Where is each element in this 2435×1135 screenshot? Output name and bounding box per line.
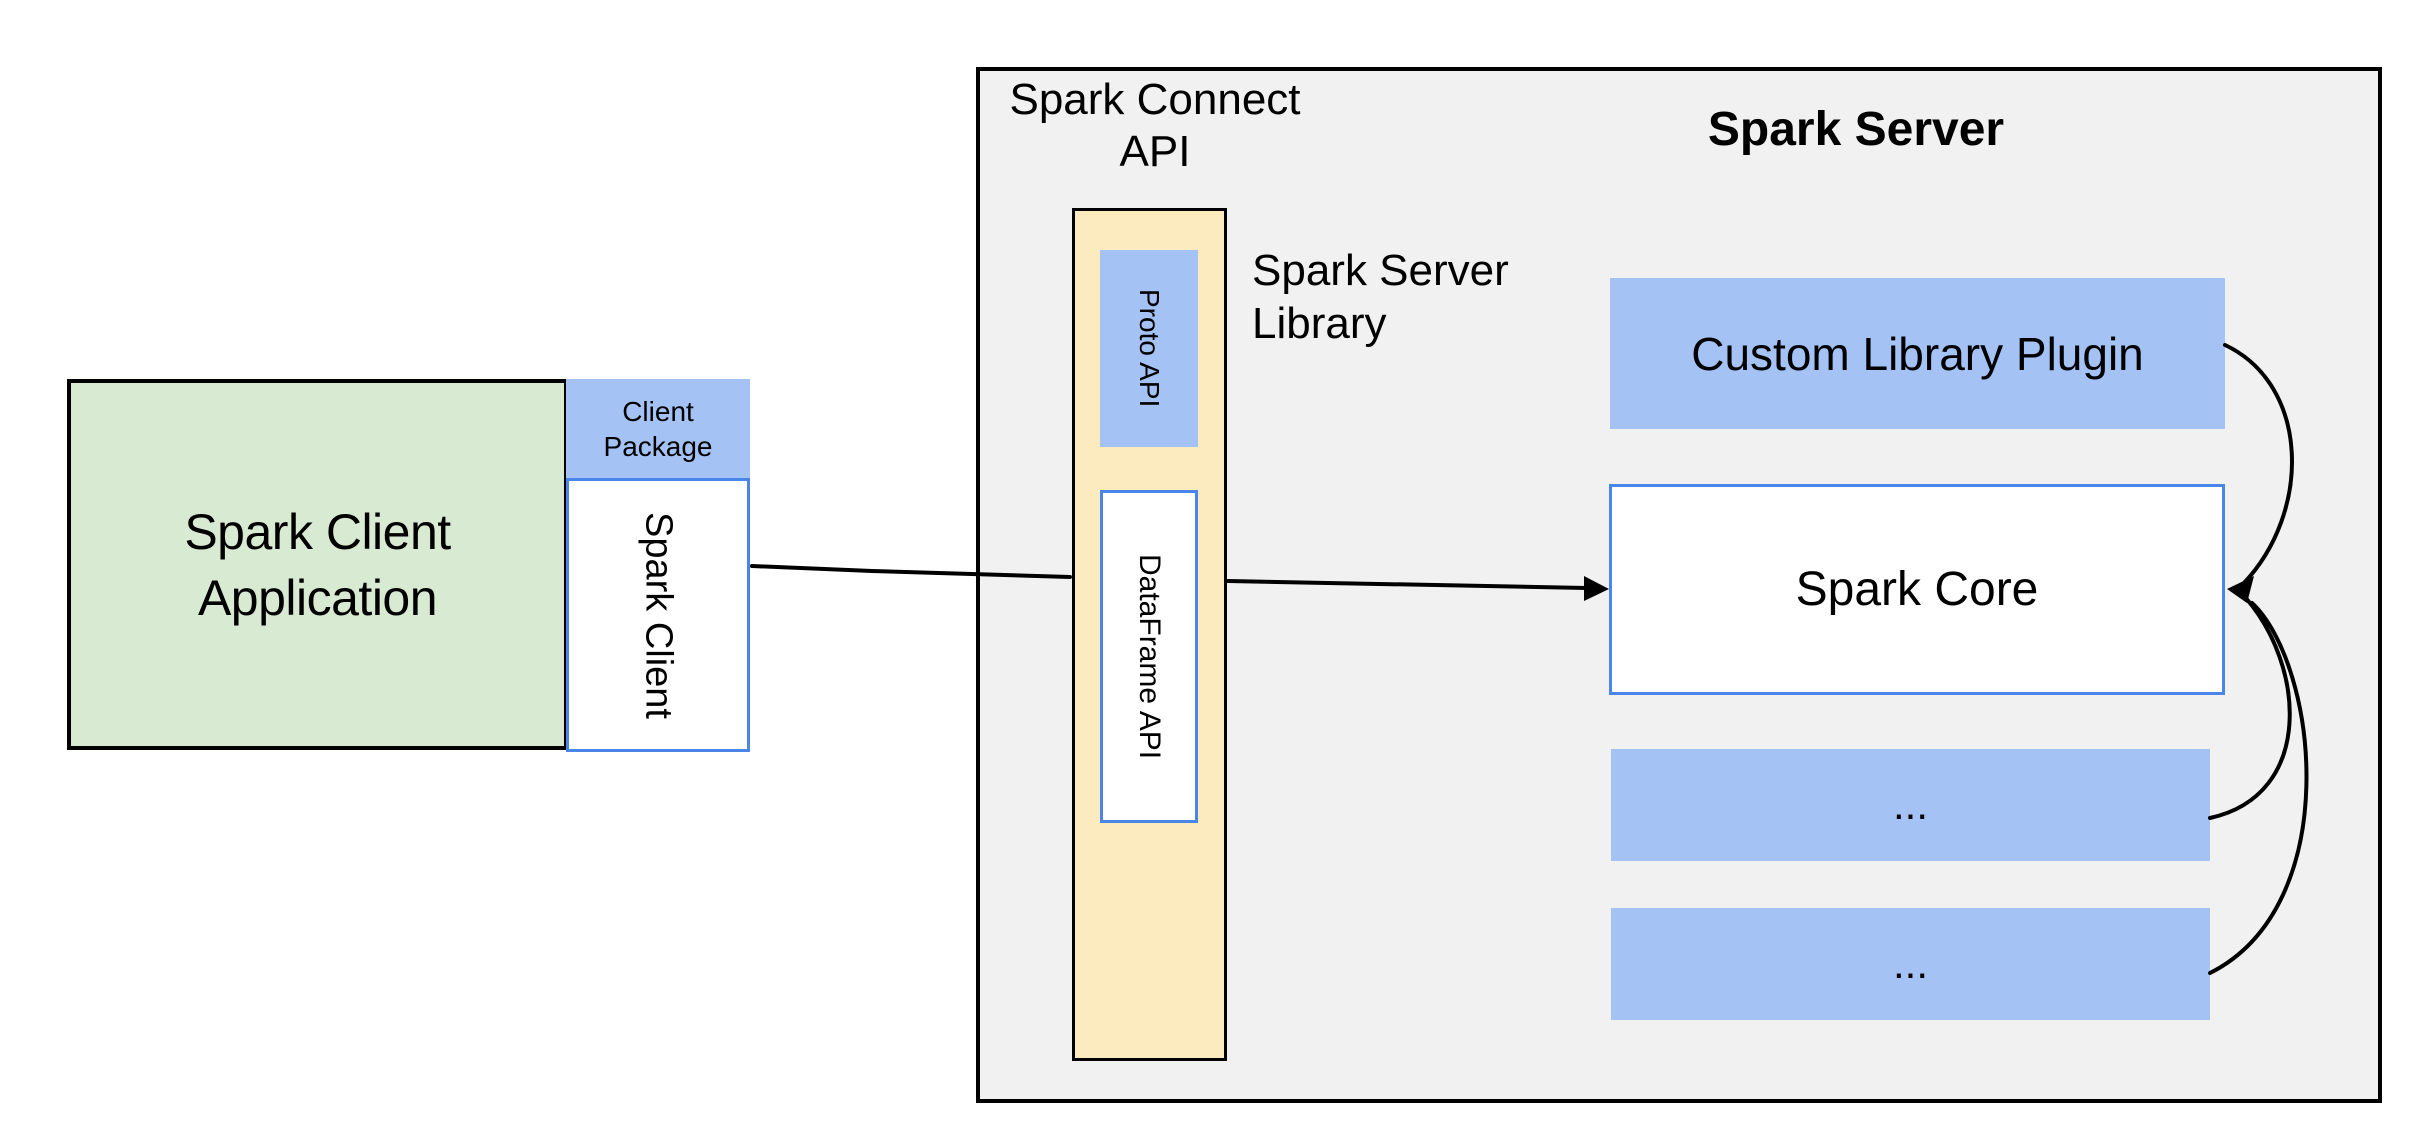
client-package-label: Client Package bbox=[603, 395, 713, 462]
custom-library-plugin-box: Custom Library Plugin bbox=[1610, 278, 2225, 429]
spark-client-label: Spark Client bbox=[637, 511, 680, 719]
dataframe-api-label: DataFrame API bbox=[1133, 553, 1166, 760]
spark-client-application-label: Spark Client Application bbox=[184, 503, 451, 626]
spark-server-library-label: Spark Server Library bbox=[1252, 246, 1509, 348]
custom-library-plugin-label: Custom Library Plugin bbox=[1691, 327, 2144, 380]
spark-server-title: Spark Server bbox=[1707, 103, 2005, 156]
spark-core-box: Spark Core bbox=[1609, 484, 2225, 695]
spark-connect-api-label: Spark Connect API bbox=[1009, 75, 1301, 176]
proto-api-box: Proto API bbox=[1100, 250, 1198, 447]
more-plugins-label-2: ... bbox=[1892, 940, 1928, 987]
proto-api-label: Proto API bbox=[1134, 289, 1165, 408]
spark-client-box: Spark Client bbox=[566, 478, 750, 752]
spark-client-application-box: Spark Client Application bbox=[67, 379, 568, 750]
more-plugins-box-1: ... bbox=[1611, 749, 2210, 861]
more-plugins-box-2: ... bbox=[1611, 908, 2210, 1020]
client-package-box: Client Package bbox=[566, 379, 750, 478]
dataframe-api-box: DataFrame API bbox=[1100, 490, 1198, 823]
more-plugins-label-1: ... bbox=[1892, 781, 1928, 828]
spark-core-label: Spark Core bbox=[1795, 563, 2039, 616]
